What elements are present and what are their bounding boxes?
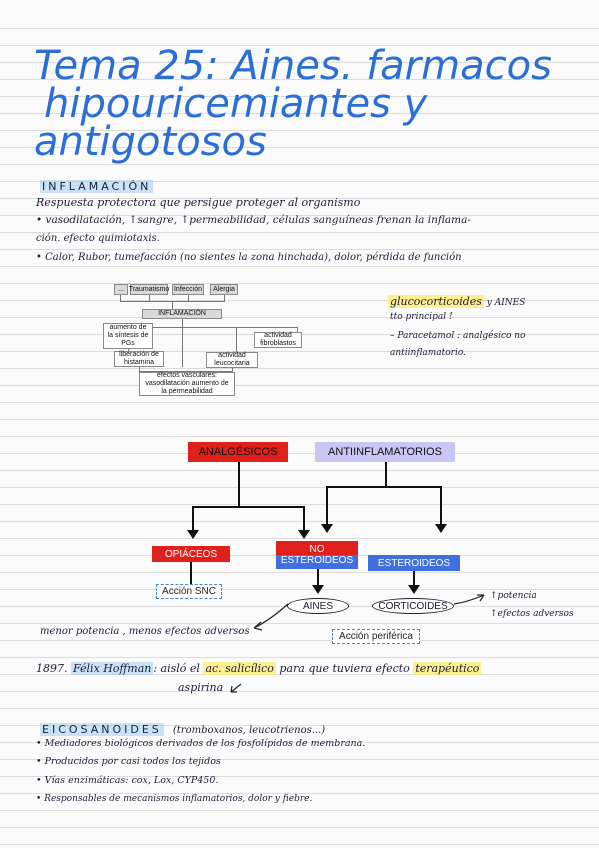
title-line-3: antigotosos — [34, 119, 267, 165]
box-analgesicos: ANALGÉSICOS — [188, 442, 288, 462]
arrow-aspirina-icon — [230, 683, 242, 693]
glucocorticoides-highlight: glucocorticoides — [388, 295, 484, 308]
note-potencia: ↑potencia — [490, 591, 537, 601]
flow-traumatismo: Traumatismo — [129, 284, 169, 295]
flow-actividad-leucocitaria: actividad leucocitaria — [206, 352, 258, 368]
box-antiinflamatorios: ANTIINFLAMATORIOS — [315, 442, 455, 462]
flow-infeccion: Infección — [172, 284, 204, 295]
history-line: 1897. Félix Hoffman: aisló el ac. salicí… — [36, 662, 482, 675]
flow-inflamacion: INFLAMACIÓN — [142, 309, 222, 319]
inflamacion-heading: INFLAMACIÓN — [40, 180, 154, 193]
box-opiaceos: OPIÁCEOS — [152, 546, 230, 562]
flow-dots: ... — [114, 284, 128, 295]
flow-liberacion-histamina: liberación de histamina — [114, 351, 164, 367]
side-note-line-4: antiinflamatorio. — [390, 348, 466, 358]
accion-periferica: Acción periférica — [332, 629, 420, 644]
box-esteroideos: ESTEROIDEOS — [368, 555, 460, 571]
inflamacion-bullet-2: • Calor, Rubor, tumefacción (no sientes … — [36, 252, 462, 263]
title-line-2: hipouricemiantes y — [44, 81, 428, 127]
inflamacion-bullet-1-cont: ción. efecto quimiotaxis. — [36, 233, 160, 244]
arrow-to-potencia — [453, 594, 485, 605]
corticoides-label: CORTICOIDES — [372, 598, 454, 614]
eicosanoides-bullet-1: • Mediadores biológicos derivados de los… — [36, 738, 366, 749]
note-efectos-adversos: ↑efectos adversos — [490, 609, 574, 619]
side-note-line-3: – Paracetamol : analgésico no — [390, 331, 526, 341]
flow-aumento-sintesis: aumento de la síntesis de PGs — [103, 323, 153, 349]
inflamacion-bullet-1: • vasodilatación, ↑sangre, ↑permeabilida… — [36, 214, 471, 226]
eicosanoides-paren: (tromboxanos, leucotrienos...) — [172, 725, 326, 736]
inflamacion-definition: Respuesta protectora que persigue proteg… — [36, 196, 361, 209]
arrow-to-menor-potencia — [253, 603, 289, 631]
history-aspirina: aspirina — [178, 681, 245, 694]
box-no-esteroideos: NO ESTEROIDEOS — [276, 541, 358, 569]
eicosanoides-bullet-3: • Vías enzimáticas: cox, Lox, CYP450. — [36, 775, 219, 786]
side-note-aines: y AINES — [483, 298, 526, 308]
history-text-b: para que tuviera efecto — [275, 662, 414, 675]
eicosanoides-bullet-4: • Responsables de mecanismos inflamatori… — [36, 794, 313, 804]
flow-actividad-fibroblastos: actividad fibroblastos — [254, 332, 302, 348]
accion-snc: Acción SNC — [156, 584, 222, 599]
history-name: Félix Hoffman — [71, 662, 154, 675]
history-highlight-terapeutico: terapéutico — [413, 662, 482, 675]
flow-alergia: Alergia — [210, 284, 238, 295]
eicosanoides-header: EICOSANOIDES (tromboxanos, leucotrienos.… — [40, 718, 325, 737]
aspirina-word: aspirina — [178, 681, 224, 694]
flow-efectos-vasculares: efectos vasculares: vasodilatación aumen… — [139, 372, 235, 396]
history-text-a: : aisló el — [153, 662, 204, 675]
eicosanoides-heading: EICOSANOIDES — [40, 723, 164, 736]
history-highlight-salicilico: ac. salicílico — [203, 662, 276, 675]
note-menor-potencia: menor potencia , menos efectos adversos — [40, 626, 250, 637]
side-note-line-2: tto principal ! — [390, 312, 453, 322]
history-year: 1897. — [36, 662, 68, 675]
eicosanoides-bullet-2: • Producidos por casi todos los tejidos — [36, 756, 221, 767]
aines-label: AINES — [287, 598, 349, 614]
title-line-1: Tema 25: Aines. farmacos — [34, 43, 552, 89]
side-note-line-1: glucocorticoides y AINES — [388, 295, 525, 308]
